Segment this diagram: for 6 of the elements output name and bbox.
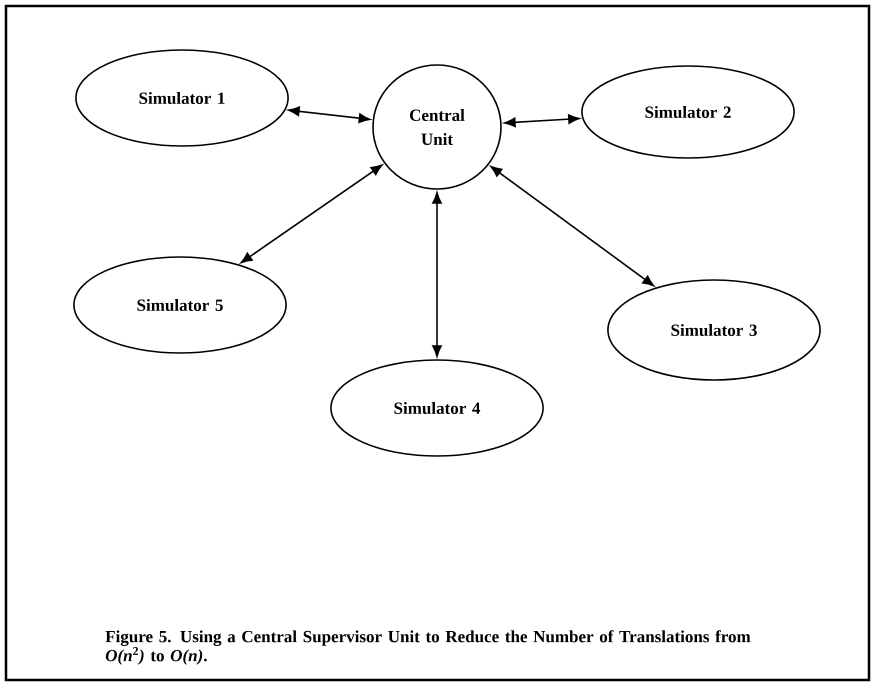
arrow <box>432 192 442 357</box>
arrow <box>490 166 654 286</box>
arrow <box>504 114 580 128</box>
arrow <box>240 164 382 264</box>
caption: Figure 5. Using a Central Supervisor Unit to Reduce the Number of Translations from O(n$^{2}$) to O(n). <box>106 630 750 665</box>
arrow <box>288 106 370 124</box>
